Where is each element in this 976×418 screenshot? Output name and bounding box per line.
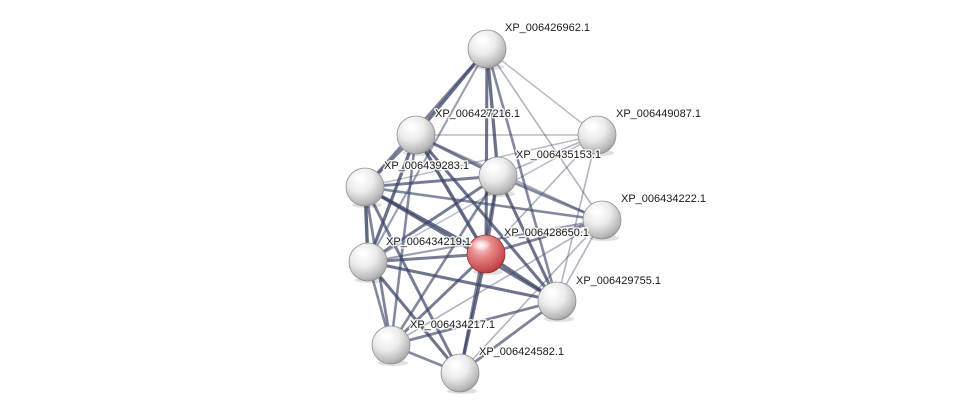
node-highlight [483,161,503,173]
node-highlight [353,247,373,259]
node-label-XP_006434217: XP_006434217.1 [410,319,495,331]
node-label-halo: XP_006424582.1 [479,346,564,358]
node-label-halo: XP_006434219.1 [386,236,471,248]
node-highlight [376,330,396,342]
edge-XP_006427216-XP_006428650[interactable] [414,133,488,256]
node-XP_006434222[interactable] [582,200,622,241]
node-label-halo: XP_006427216.1 [435,108,520,120]
node-label-XP_006439283: XP_006439283.1 [384,160,469,172]
edge-XP_006428650-XP_006434217[interactable] [389,252,488,347]
edge-XP_006435153-XP_006429755[interactable] [496,174,559,303]
node-highlight [472,34,492,46]
node-label-XP_006435153: XP_006435153.1 [516,149,601,161]
edge-XP_006426962-XP_006449087[interactable] [486,48,598,136]
edge-XP_006427216-XP_006429755[interactable] [414,133,559,303]
edge-XP_006449087-XP_006429755[interactable] [556,134,598,302]
node-highlight [401,120,421,132]
node-highlight [350,172,370,184]
node-label-XP_006434222: XP_006434222.1 [621,193,706,205]
label-layer: XP_006428650.1XP_006428650.1XP_006426962… [383,21,708,360]
edge-XP_006426962-XP_006435153[interactable] [485,47,500,178]
node-label-halo: XP_006426962.1 [505,22,590,34]
edge-XP_006434219-XP_006429755[interactable] [366,260,559,303]
node-highlight [471,239,491,251]
node-XP_006424582[interactable] [440,353,480,394]
edge-XP_006427216-XP_006434219[interactable] [366,133,418,264]
node-label-halo: XP_006429755.1 [576,275,661,287]
edge-XP_006434222-XP_006434217[interactable] [390,219,603,346]
node-XP_006429755[interactable] [537,281,577,322]
node-label-XP_006427216: XP_006427216.1 [435,108,520,120]
edge-XP_006434222-XP_006428650[interactable] [484,218,604,256]
edge-XP_006439283-XP_006424582[interactable] [363,185,462,375]
node-XP_006449087[interactable] [577,115,617,156]
edge-XP_006434219-XP_006424582[interactable] [366,260,462,375]
edge-XP_006435153-XP_006434217[interactable] [389,174,500,347]
edge-XP_006439283-XP_006435153[interactable] [363,174,500,189]
edge-XP_006429755-XP_006424582[interactable] [458,299,559,375]
node-label-halo: XP_006435153.1 [516,149,601,161]
node-label-XP_006426962: XP_006426962.1 [505,22,590,34]
edge-XP_006439283-XP_006434222[interactable] [363,185,604,222]
edge-layer [363,47,604,375]
node-XP_006439283[interactable] [345,167,385,208]
node-layer [345,29,622,394]
edge-XP_006426962-XP_006428650[interactable] [484,47,489,256]
node-label-XP_006434219: XP_006434219.1 [386,236,471,248]
edge-XP_006429755-XP_006434217[interactable] [389,299,559,347]
edge-XP_006435153-XP_006434219[interactable] [366,174,500,264]
node-label-halo: XP_006434222.1 [621,193,706,205]
node-label-XP_006449087: XP_006449087.1 [616,108,701,120]
node-label-halo: XP_006434217.1 [410,319,495,331]
node-XP_006434217[interactable] [371,325,411,366]
node-highlight [587,205,607,217]
node-label-XP_006429755: XP_006429755.1 [576,275,661,287]
edge-XP_006426962-XP_006429755[interactable] [485,47,559,303]
edge-XP_006426962-XP_006434222[interactable] [486,48,603,221]
node-XP_006427216[interactable] [396,115,436,156]
node-label-halo: XP_006428650.1 [504,227,589,239]
node-XP_006434219[interactable] [348,242,388,283]
edge-XP_006434219-XP_006428650[interactable] [366,252,488,264]
node-XP_006428650[interactable] [466,234,506,275]
edge-XP_006439283-XP_006429755[interactable] [363,185,559,303]
node-highlight [445,358,465,370]
node-label-halo: XP_006449087.1 [616,108,701,120]
node-label-XP_006424582: XP_006424582.1 [479,346,564,358]
node-label-XP_006428650: XP_006428650.1 [504,227,589,239]
edge-XP_006428650-XP_006424582[interactable] [458,252,488,375]
node-label-halo: XP_006439283.1 [384,160,469,172]
node-highlight [582,120,602,132]
node-XP_006435153[interactable] [478,156,518,197]
node-XP_006426962[interactable] [467,29,507,70]
edge-XP_006426962-XP_006439283[interactable] [363,47,489,189]
edge-XP_006449087-XP_006439283[interactable] [364,134,598,188]
node-highlight [542,286,562,298]
